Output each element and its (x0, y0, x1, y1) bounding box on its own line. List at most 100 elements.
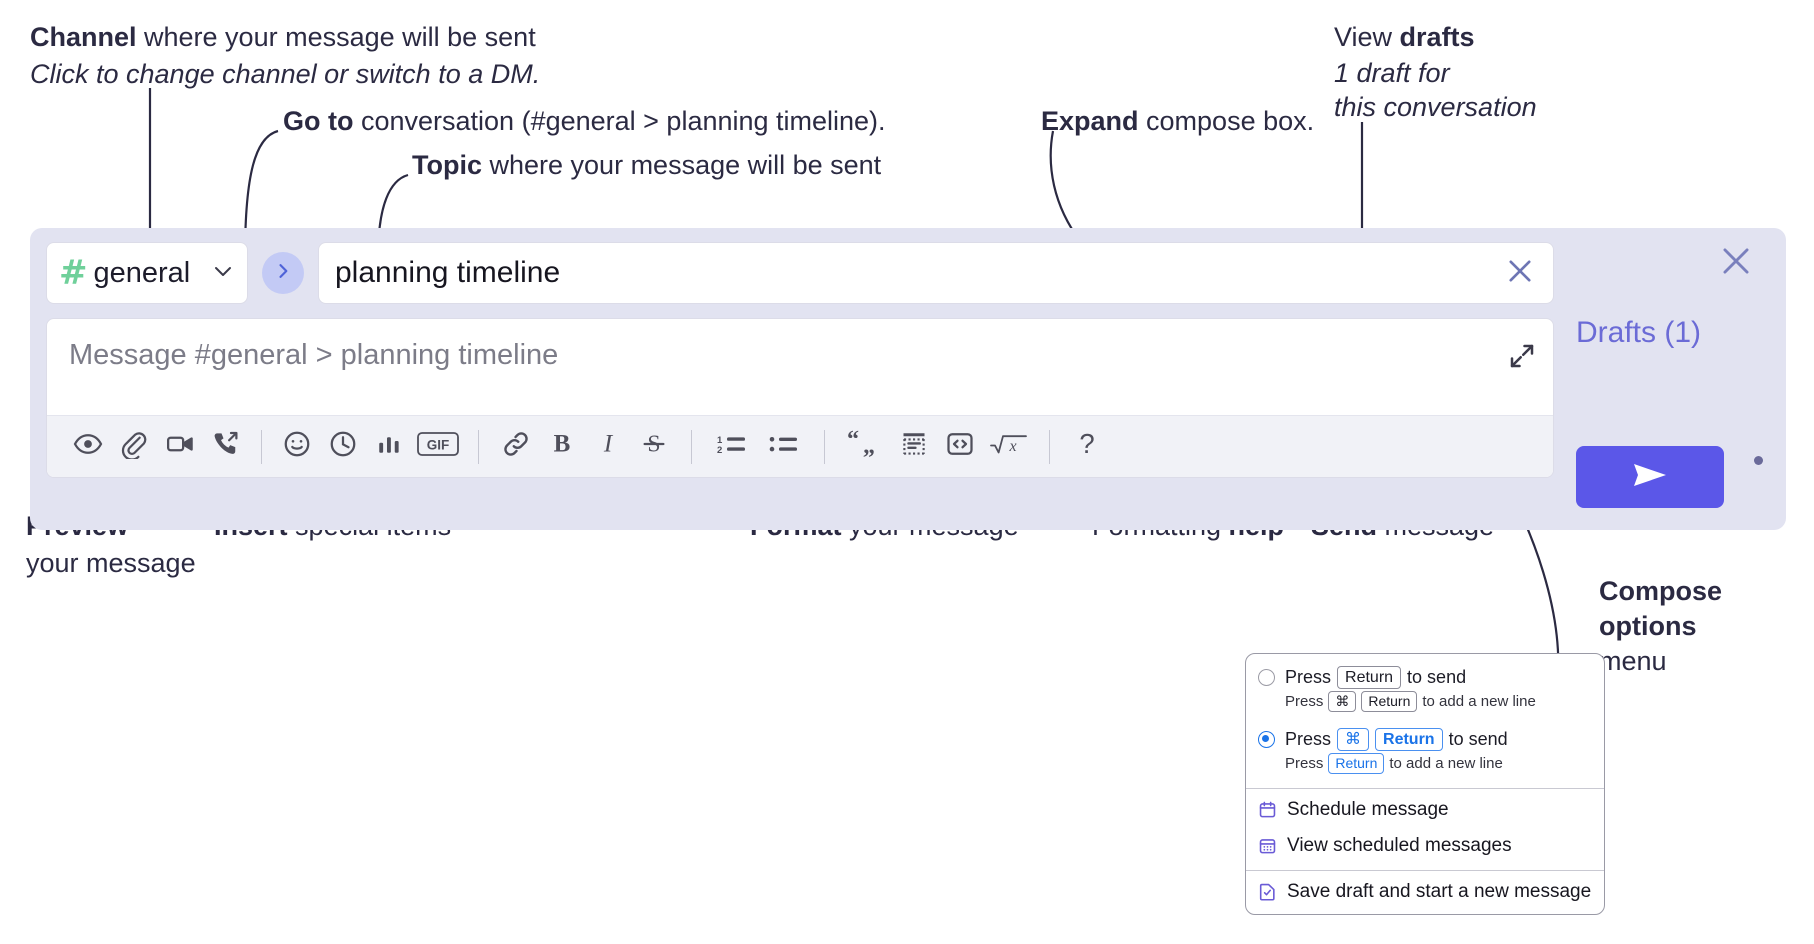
annotation-goto-rest: conversation (#general > planning timeli… (353, 106, 886, 136)
eye-icon (73, 429, 103, 464)
bulleted-list-button[interactable] (758, 424, 810, 470)
option1-sub: Press ⌘ Return to add a new line (1246, 689, 1604, 720)
toolbar-divider-3 (691, 429, 692, 464)
channel-selector[interactable]: # general (46, 242, 248, 304)
bar-chart-icon (374, 429, 404, 464)
menu-item-schedule-message[interactable]: Schedule message (1246, 789, 1604, 828)
preview-button[interactable] (65, 424, 111, 470)
annotation-compose-rest: menu (1599, 645, 1667, 676)
compose-box: # general planning timeline M (30, 228, 1786, 530)
option1-sub-post: to add a new line (1422, 693, 1536, 711)
menu-item-label: View scheduled messages (1287, 834, 1512, 856)
strikethrough-icon: S (639, 429, 669, 464)
paperclip-icon (119, 429, 149, 464)
topic-input[interactable]: planning timeline (318, 242, 1554, 304)
go-to-conversation-button[interactable] (262, 252, 304, 294)
option1-post: to send (1407, 667, 1467, 688)
topic-clear-icon[interactable] (1503, 254, 1537, 293)
bold-button[interactable]: B (539, 424, 585, 470)
calendar-icon (1258, 800, 1277, 819)
option1-sub-key-return: Return (1361, 691, 1418, 712)
attach-button[interactable] (111, 424, 157, 470)
question-mark-icon: ? (1072, 428, 1102, 464)
code-block-button[interactable] (891, 424, 937, 470)
annotation-goto: Go to conversation (#general > planning … (283, 106, 886, 138)
link-icon (501, 429, 531, 464)
italic-button[interactable]: I (585, 424, 631, 470)
link-button[interactable] (493, 424, 539, 470)
option2-sub: Press Return to add a new line (1246, 751, 1604, 782)
phone-forward-icon (211, 429, 241, 464)
emoji-button[interactable] (274, 424, 320, 470)
poll-button[interactable] (366, 424, 412, 470)
math-button[interactable]: x (983, 424, 1035, 470)
annotation-drafts-italic2: this conversation (1334, 91, 1537, 122)
huddle-button[interactable] (203, 424, 249, 470)
annotation-topic-bold: Topic (412, 150, 482, 180)
toolbar-divider-2 (478, 429, 479, 464)
compose-options-button[interactable] (1754, 456, 1763, 465)
annotation-drafts-plain: View (1334, 22, 1400, 52)
option1-pre: Press (1285, 667, 1332, 688)
option1-key-return: Return (1337, 666, 1402, 690)
annotation-compose-bold1: Compose (1599, 576, 1723, 606)
option2-key-return: Return (1375, 727, 1443, 752)
message-input[interactable]: Message #general > planning timeline (47, 319, 1553, 415)
drafts-link[interactable]: Drafts (1) (1576, 316, 1701, 350)
expand-icon[interactable] (1507, 341, 1537, 376)
annotation-topic-rest: where your message will be sent (482, 150, 882, 180)
menu-item-save-draft[interactable]: Save draft and start a new message (1246, 871, 1604, 914)
topic-value: planning timeline (335, 256, 561, 289)
option1-sub-key-cmd: ⌘ (1328, 691, 1357, 712)
close-compose-button[interactable] (1717, 242, 1755, 285)
send-option-cmd-return[interactable]: Press ⌘ Return to send Press Return to a… (1246, 720, 1604, 782)
gif-button[interactable]: GIF (412, 424, 464, 470)
video-button[interactable] (157, 424, 203, 470)
chevron-right-icon (273, 261, 293, 286)
chevron-down-icon (211, 259, 235, 288)
svg-text:x: x (1008, 438, 1016, 455)
option1-sub-pre: Press (1285, 693, 1324, 711)
option2-sub-key-return: Return (1328, 753, 1385, 774)
annotation-drafts-italic1: 1 draft for (1334, 57, 1450, 88)
annotation-drafts: View drafts 1 draft for this conversatio… (1334, 22, 1537, 124)
menu-item-label: Save draft and start a new message (1287, 880, 1592, 902)
clock-icon (328, 429, 358, 464)
option2-key-cmd: ⌘ (1337, 727, 1370, 752)
message-card: Message #general > planning timeline (46, 318, 1554, 478)
svg-text:GIF: GIF (427, 438, 450, 453)
svg-text:1: 1 (717, 435, 723, 446)
annotation-channel-italic: Click to change channel or switch to a D… (30, 58, 541, 89)
italic-icon: I (593, 429, 623, 464)
toolbar-divider-5 (1049, 429, 1050, 464)
annotation-channel-bold: Channel (30, 22, 137, 52)
strikethrough-button[interactable]: S (631, 424, 677, 470)
compose-main-column: # general planning timeline M (46, 242, 1554, 478)
option2-sub-post: to add a new line (1389, 755, 1503, 773)
gif-icon: GIF (416, 429, 460, 464)
reminder-button[interactable] (320, 424, 366, 470)
option2-post: to send (1448, 729, 1508, 750)
toolbar-divider-4 (824, 429, 825, 464)
annotation-compose-options: Compose options menu (1599, 576, 1722, 678)
annotation-channel: Channel where your message will be sent … (30, 22, 540, 91)
menu-item-view-scheduled[interactable]: View scheduled messages (1246, 828, 1604, 864)
formatting-help-button[interactable]: ? (1064, 424, 1110, 470)
radio-cmd-return-to-send[interactable] (1258, 731, 1275, 749)
annotation-drafts-bold: drafts (1399, 22, 1475, 52)
send-paper-plane-icon (1628, 458, 1672, 497)
blockquote-button[interactable]: “„ (839, 424, 891, 470)
code-snippet-button[interactable] (937, 424, 983, 470)
annotation-expand: Expand compose box. (1041, 106, 1314, 138)
draft-check-icon (1258, 882, 1277, 901)
svg-text:2: 2 (717, 445, 722, 456)
annotation-compose-bold2: options (1599, 610, 1697, 641)
annotation-preview-rest: your message (26, 547, 196, 578)
radio-return-to-send[interactable] (1258, 669, 1275, 687)
formatting-toolbar: GIF B I (47, 415, 1553, 477)
send-button[interactable] (1576, 446, 1724, 508)
menu-divider-1 (1246, 787, 1604, 789)
send-option-return[interactable]: Press Return to send Press ⌘ Return to a… (1246, 654, 1604, 720)
